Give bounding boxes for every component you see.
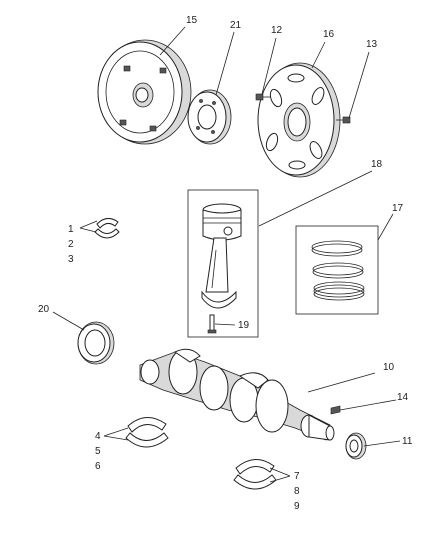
- rod-bearing-shells: [94, 218, 120, 239]
- main-bearing-shells-upper: [125, 417, 169, 448]
- callout-18: 18: [371, 159, 383, 170]
- piston-rings-box: [295, 225, 379, 315]
- front-crank-seal: [345, 432, 367, 460]
- callout-20: 20: [38, 304, 50, 315]
- callout-4: 4: [95, 431, 101, 442]
- converter-bolt: [336, 116, 351, 124]
- torque-converter: [97, 39, 192, 145]
- rear-main-seal: [77, 321, 115, 365]
- callout-6: 6: [95, 461, 101, 472]
- crank-key: [330, 405, 341, 415]
- callout-12: 12: [271, 25, 283, 36]
- main-bearing-shells-lower: [233, 459, 277, 490]
- callout-7: 7: [294, 471, 300, 482]
- callout-17: 17: [392, 203, 404, 214]
- callout-21: 21: [230, 20, 242, 31]
- callout-13: 13: [366, 39, 378, 50]
- flexplate-bolt: [255, 93, 270, 101]
- callout-14: 14: [397, 392, 409, 403]
- flex-plate: [257, 62, 341, 178]
- callout-19: 19: [238, 320, 250, 331]
- callout-9: 9: [294, 501, 300, 512]
- drive-plate: [187, 89, 232, 145]
- callout-8: 8: [294, 486, 300, 497]
- leader-lines: [52, 26, 401, 483]
- crankshaft: [139, 348, 335, 441]
- callouts: 15 21 12 16 13 18 17 1 2 3 20 19 10 14 1…: [38, 15, 413, 512]
- callout-15: 15: [186, 15, 198, 26]
- callout-3: 3: [68, 254, 74, 265]
- callout-2: 2: [68, 239, 74, 250]
- callout-16: 16: [323, 29, 335, 40]
- callout-11: 11: [402, 436, 413, 447]
- callout-10: 10: [383, 362, 395, 373]
- callout-5: 5: [95, 446, 101, 457]
- piston-rod-box: [187, 189, 259, 338]
- callout-1: 1: [68, 224, 74, 235]
